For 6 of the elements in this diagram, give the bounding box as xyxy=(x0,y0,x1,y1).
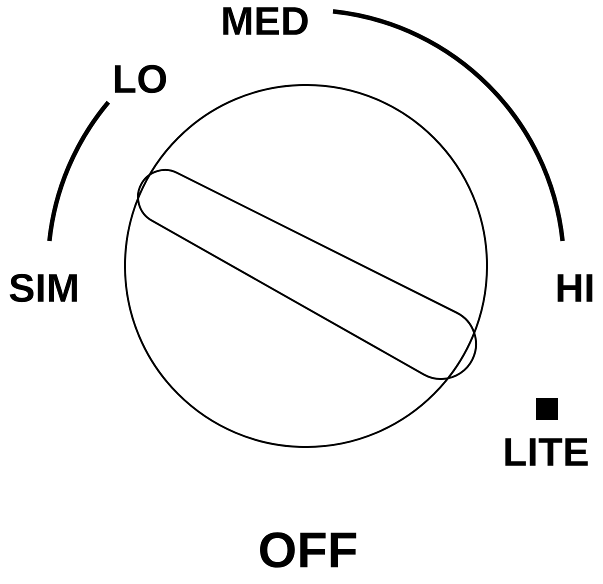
setting-label: LO xyxy=(114,64,166,94)
setting-label: SIM xyxy=(10,274,77,302)
setting-label: OFF xyxy=(260,532,356,568)
setting-label: MED xyxy=(223,7,308,35)
setting-label: HI xyxy=(558,274,592,302)
setting-label: LITE xyxy=(505,438,588,466)
